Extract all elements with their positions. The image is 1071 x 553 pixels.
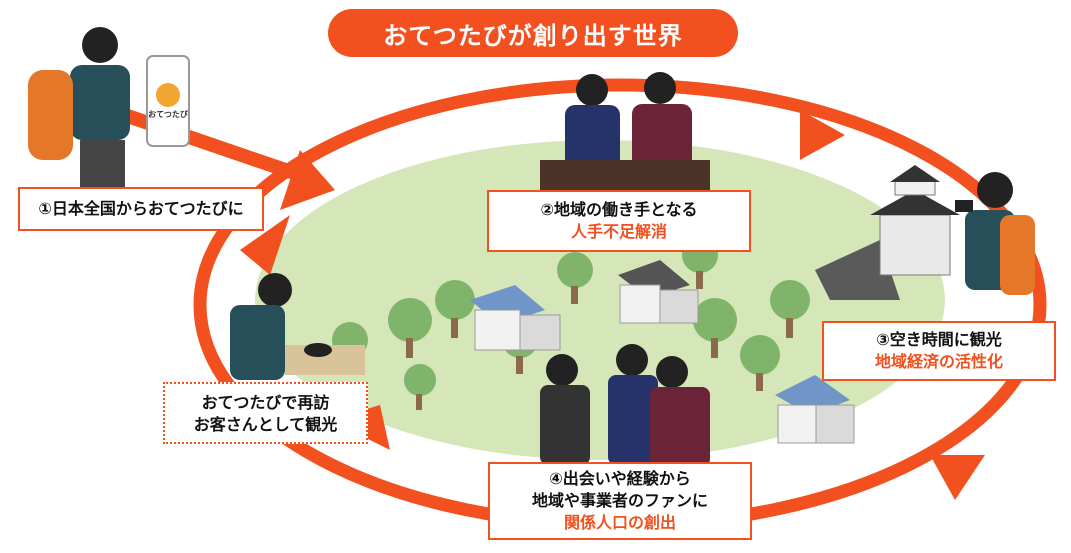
- phone: [146, 55, 190, 147]
- step-4-text-1: ④出会いや経験から: [549, 469, 691, 488]
- step-4-text-2: 地域や事業者のファンに: [531, 491, 708, 510]
- step-3-highlight: 地域経済の活性化: [874, 352, 1003, 371]
- step-5-box: おてつたびで再訪 お客さんとして観光: [163, 382, 368, 444]
- app-icon-label: おてつたび: [148, 110, 188, 119]
- ring-arrow-right: [930, 455, 985, 500]
- castle: [815, 165, 960, 300]
- step-1-text: ①日本全国からおてつたびに: [38, 199, 244, 218]
- house-blue-left: [470, 285, 561, 351]
- ring-arrow-left: [240, 215, 290, 275]
- diagram-title: おてつたびが創り出す世界: [328, 9, 738, 57]
- step-1-box: ①日本全国からおてつたびに: [18, 187, 264, 231]
- step-2-highlight: 人手不足解消: [570, 222, 667, 241]
- step-3-text: ③空き時間に観光: [876, 330, 1002, 349]
- step-4-box: ④出会いや経験から 地域や事業者のファンに 関係人口の創出: [488, 462, 752, 540]
- step-2-box: ②地域の働き手となる 人手不足解消: [487, 190, 751, 252]
- entry-arrow: [107, 103, 303, 182]
- step-3-box: ③空き時間に観光 地域経済の活性化: [822, 321, 1056, 381]
- step-2-text: ②地域の働き手となる: [540, 200, 698, 219]
- friends-group: [540, 344, 710, 467]
- workers-group: [540, 72, 710, 190]
- ring-arrow-top: [800, 110, 845, 160]
- traveller-person: [28, 27, 130, 188]
- step-5-text-1: おてつたびで再訪: [201, 393, 330, 412]
- house-gray-center: [618, 260, 699, 324]
- photographer-person: [955, 172, 1035, 295]
- step-4-highlight: 関係人口の創出: [563, 513, 676, 532]
- diner-person: [230, 273, 365, 380]
- entry-arrow-head: [280, 150, 335, 210]
- house-blue-right: [775, 375, 855, 444]
- step-5-text-2: お客さんとして観光: [193, 415, 338, 434]
